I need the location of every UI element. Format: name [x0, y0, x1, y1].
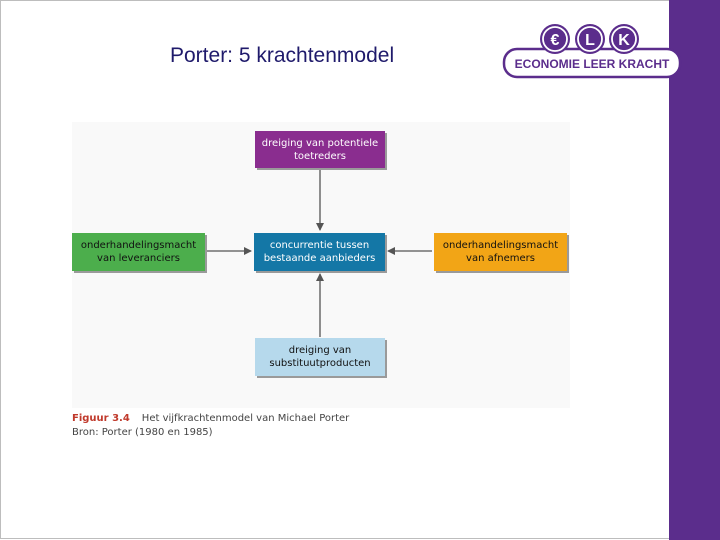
box-bottom-line2: substituutproducten [269, 358, 371, 369]
caption-heading: Figuur 3.4 Het vijfkrachtenmodel van Mich… [72, 412, 349, 426]
caption-source: Bron: Porter (1980 en 1985) [72, 427, 213, 438]
logo-letter-l: L [585, 32, 595, 49]
box-right-line2: van afnemers [466, 253, 535, 264]
box-threat-new-entrants: dreiging van potentiele toetreders [255, 131, 385, 168]
slide-title: Porter: 5 krachtenmodel [170, 44, 395, 67]
side-bar [669, 0, 720, 540]
economie-leer-kracht-logo: € L K ECONOMIE LEER KRACHT [502, 24, 682, 79]
slide-frame [0, 0, 669, 539]
logo-letter-k: K [618, 32, 630, 49]
box-buyer-power: onderhandelingsmacht van afnemers [434, 233, 567, 271]
box-center-line2: bestaande aanbieders [263, 253, 376, 264]
box-supplier-power: onderhandelingsmacht van leveranciers [72, 233, 205, 271]
logo-text: ECONOMIE LEER KRACHT [515, 57, 670, 71]
logo-letter-euro: € [551, 32, 560, 49]
box-left-line1: onderhandelingsmacht [80, 240, 197, 251]
box-top-line2: toetreders [294, 150, 346, 162]
logo-euro-circle: € [540, 24, 570, 54]
logo-l-circle: L [575, 24, 605, 54]
caption-number: Figuur 3.4 [72, 413, 130, 424]
box-right-line1: onderhandelingsmacht [442, 240, 559, 251]
box-threat-substitutes: dreiging van substituutproducten [255, 338, 385, 376]
caption-title: Het vijfkrachtenmodel van Michael Porter [141, 413, 350, 424]
box-center-line1: concurrentie tussen [269, 240, 370, 251]
logo-k-circle: K [609, 24, 639, 54]
figure-caption: Figuur 3.4 Het vijfkrachtenmodel van Mich… [72, 412, 349, 440]
box-top-line1: dreiging van potentiele [261, 137, 379, 149]
box-bottom-line1: dreiging van [288, 345, 352, 356]
box-competitive-rivalry: concurrentie tussen bestaande aanbieders [254, 233, 385, 271]
box-left-line2: van leveranciers [97, 253, 180, 264]
